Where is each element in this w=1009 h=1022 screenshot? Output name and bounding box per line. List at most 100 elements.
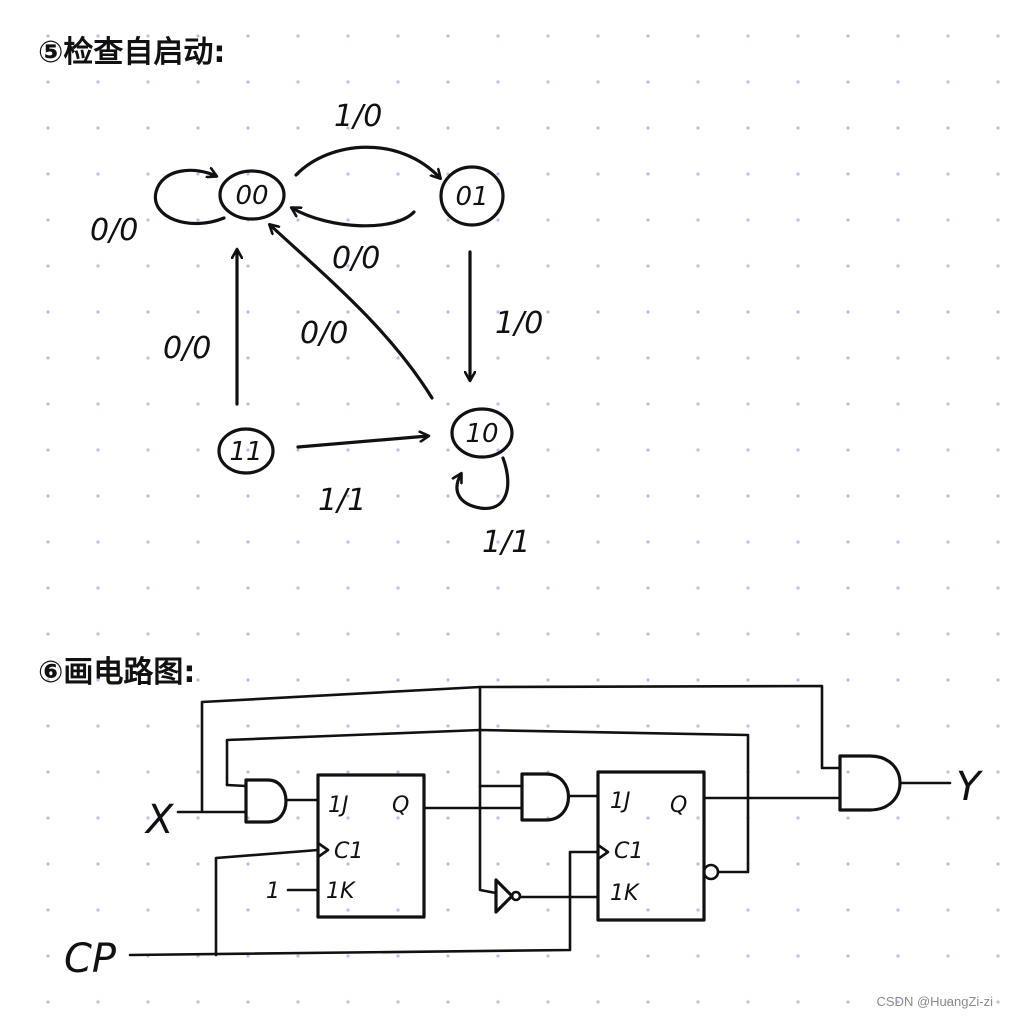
grid-dot bbox=[646, 310, 650, 314]
grid-dot bbox=[246, 34, 250, 38]
grid-dot bbox=[146, 356, 150, 360]
grid-dot bbox=[196, 586, 200, 590]
grid-dot bbox=[896, 172, 900, 176]
grid-dot bbox=[246, 126, 250, 130]
grid-dot bbox=[596, 80, 600, 84]
grid-dot bbox=[946, 34, 950, 38]
grid-dot bbox=[46, 172, 50, 176]
grid-dot bbox=[346, 356, 350, 360]
grid-dot bbox=[846, 218, 850, 222]
grid-dot bbox=[796, 264, 800, 268]
grid-dot bbox=[696, 632, 700, 636]
grid-dot bbox=[746, 80, 750, 84]
grid-dot bbox=[446, 908, 450, 912]
grid-dot bbox=[946, 218, 950, 222]
grid-dot bbox=[496, 264, 500, 268]
grid-dot bbox=[396, 448, 400, 452]
grid-dot bbox=[896, 816, 900, 820]
grid-dot bbox=[496, 356, 500, 360]
grid-dot bbox=[146, 402, 150, 406]
edge-label-10-to-00: 0/0 bbox=[300, 316, 348, 351]
grid-dot bbox=[546, 954, 550, 958]
grid-dot bbox=[646, 80, 650, 84]
grid-dot bbox=[946, 448, 950, 452]
grid-dot bbox=[896, 34, 900, 38]
grid-dot bbox=[396, 402, 400, 406]
grid-dot bbox=[496, 218, 500, 222]
edge-label-10-self: 1/1 bbox=[482, 525, 530, 560]
edge-10-to-00 bbox=[270, 225, 434, 400]
grid-dot bbox=[446, 494, 450, 498]
grid-dot bbox=[646, 126, 650, 130]
grid-dot bbox=[146, 862, 150, 866]
grid-dot bbox=[596, 724, 600, 728]
state-node-01: 01 bbox=[439, 165, 505, 227]
grid-dot bbox=[346, 494, 350, 498]
grid-dot bbox=[796, 770, 800, 774]
grid-dot bbox=[596, 402, 600, 406]
grid-dot bbox=[546, 1000, 550, 1004]
grid-dot bbox=[146, 172, 150, 176]
grid-dot bbox=[196, 448, 200, 452]
grid-dot bbox=[146, 218, 150, 222]
grid-dot bbox=[846, 908, 850, 912]
grid-dot bbox=[796, 356, 800, 360]
grid-dot bbox=[746, 540, 750, 544]
grid-dot bbox=[296, 126, 300, 130]
grid-dot bbox=[146, 816, 150, 820]
grid-dot bbox=[496, 724, 500, 728]
grid-dot bbox=[696, 540, 700, 544]
state-node-11: 11 bbox=[217, 427, 275, 475]
grid-dot bbox=[496, 310, 500, 314]
grid-dot bbox=[246, 862, 250, 866]
grid-dot bbox=[496, 540, 500, 544]
grid-dot bbox=[846, 172, 850, 176]
grid-dot bbox=[446, 816, 450, 820]
grid-dot bbox=[946, 402, 950, 406]
grid-dot bbox=[846, 954, 850, 958]
grid-dot bbox=[846, 632, 850, 636]
grid-dot bbox=[796, 172, 800, 176]
grid-dot bbox=[446, 724, 450, 728]
grid-dot bbox=[796, 494, 800, 498]
grid-dot bbox=[196, 126, 200, 130]
grid-dot bbox=[546, 356, 550, 360]
grid-dot bbox=[546, 80, 550, 84]
grid-dot bbox=[796, 402, 800, 406]
grid-dot bbox=[646, 632, 650, 636]
grid-dot bbox=[696, 816, 700, 820]
grid-dot bbox=[396, 816, 400, 820]
grid-dot bbox=[846, 448, 850, 452]
grid-dot bbox=[946, 678, 950, 682]
grid-dot bbox=[796, 816, 800, 820]
grid-dot bbox=[96, 1000, 100, 1004]
ff2-c-pin: C1 bbox=[614, 839, 643, 864]
state-label-00: 00 bbox=[235, 181, 268, 211]
grid-dot bbox=[296, 356, 300, 360]
grid-dot bbox=[246, 172, 250, 176]
grid-dot bbox=[296, 908, 300, 912]
grid-dot bbox=[646, 218, 650, 222]
grid-dot bbox=[196, 356, 200, 360]
grid-dot bbox=[196, 310, 200, 314]
grid-dot bbox=[696, 310, 700, 314]
grid-dot bbox=[746, 264, 750, 268]
grid-dot bbox=[996, 908, 1000, 912]
grid-dot bbox=[946, 908, 950, 912]
grid-dot bbox=[796, 954, 800, 958]
grid-dot bbox=[646, 908, 650, 912]
grid-dot bbox=[346, 80, 350, 84]
grid-dot bbox=[596, 954, 600, 958]
dot-grid-background bbox=[46, 34, 1000, 1004]
grid-dot bbox=[46, 34, 50, 38]
grid-dot bbox=[296, 678, 300, 682]
grid-dot bbox=[996, 172, 1000, 176]
state-diagram-section: ⑤检查自启动: 00 01 11 10 0/0 1/0 0/0 1/ bbox=[38, 35, 543, 560]
ff2-clock-triangle bbox=[596, 843, 610, 861]
grid-dot bbox=[596, 494, 600, 498]
grid-dot bbox=[446, 954, 450, 958]
grid-dot bbox=[646, 724, 650, 728]
grid-dot bbox=[46, 632, 50, 636]
grid-dot bbox=[796, 862, 800, 866]
